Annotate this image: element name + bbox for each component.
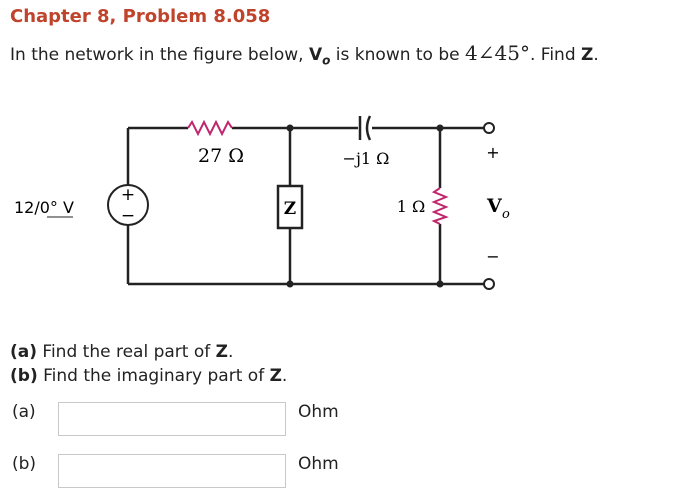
answer-b-unit: Ohm <box>298 454 339 474</box>
answer-a-unit: Ohm <box>298 402 339 422</box>
source-plus: + <box>121 185 135 205</box>
output-minus: − <box>486 247 499 266</box>
resistor-1-label: 1 Ω <box>397 197 426 216</box>
answer-b-input[interactable] <box>58 454 286 488</box>
output-terminal-top <box>483 122 495 134</box>
problem-statement: In the network in the figure below, Vo i… <box>10 41 599 67</box>
resistor-1-icon <box>431 187 449 225</box>
answer-b-label: (b) <box>12 454 37 474</box>
resistor-27-label: 27 Ω <box>198 145 244 167</box>
statement-middle: is known to be <box>330 45 466 65</box>
vo-variable: Vo <box>308 45 331 68</box>
circuit-wires <box>126 115 484 286</box>
node-dot <box>286 124 294 132</box>
voltage-source-icon <box>107 184 149 226</box>
node-dot <box>436 124 444 132</box>
phasor-value: 4∠45° <box>465 41 530 65</box>
answer-a-input[interactable] <box>58 402 286 436</box>
statement-prefix: In the network in the figure below, <box>10 45 309 65</box>
problem-title: Chapter 8, Problem 8.058 <box>10 6 271 27</box>
source-minus: − <box>121 206 135 226</box>
z-label: Z <box>284 199 296 219</box>
source-label: 12/0° V <box>14 198 74 217</box>
output-plus: + <box>486 143 499 162</box>
resistor-27-icon <box>187 119 233 137</box>
statement-end: . <box>593 45 599 65</box>
question-a: (a) Find the real part of Z. <box>10 342 234 362</box>
output-v-label: V <box>486 195 503 217</box>
impedance-z-box <box>276 184 304 230</box>
node-dot <box>436 280 444 288</box>
circuit-diagram: + − Z 12/0° V 27 Ω −j1 Ω 1 Ω + − V o <box>14 115 510 290</box>
statement-suffix: . Find <box>529 45 582 65</box>
answer-a-label: (a) <box>12 402 36 422</box>
node-dot <box>286 280 294 288</box>
find-variable: Z <box>581 45 594 65</box>
capacitor-label: −j1 Ω <box>343 149 390 168</box>
output-v-subscript: o <box>502 207 510 222</box>
question-b: (b) Find the imaginary part of Z. <box>10 366 288 386</box>
output-terminal-bottom <box>483 278 495 290</box>
